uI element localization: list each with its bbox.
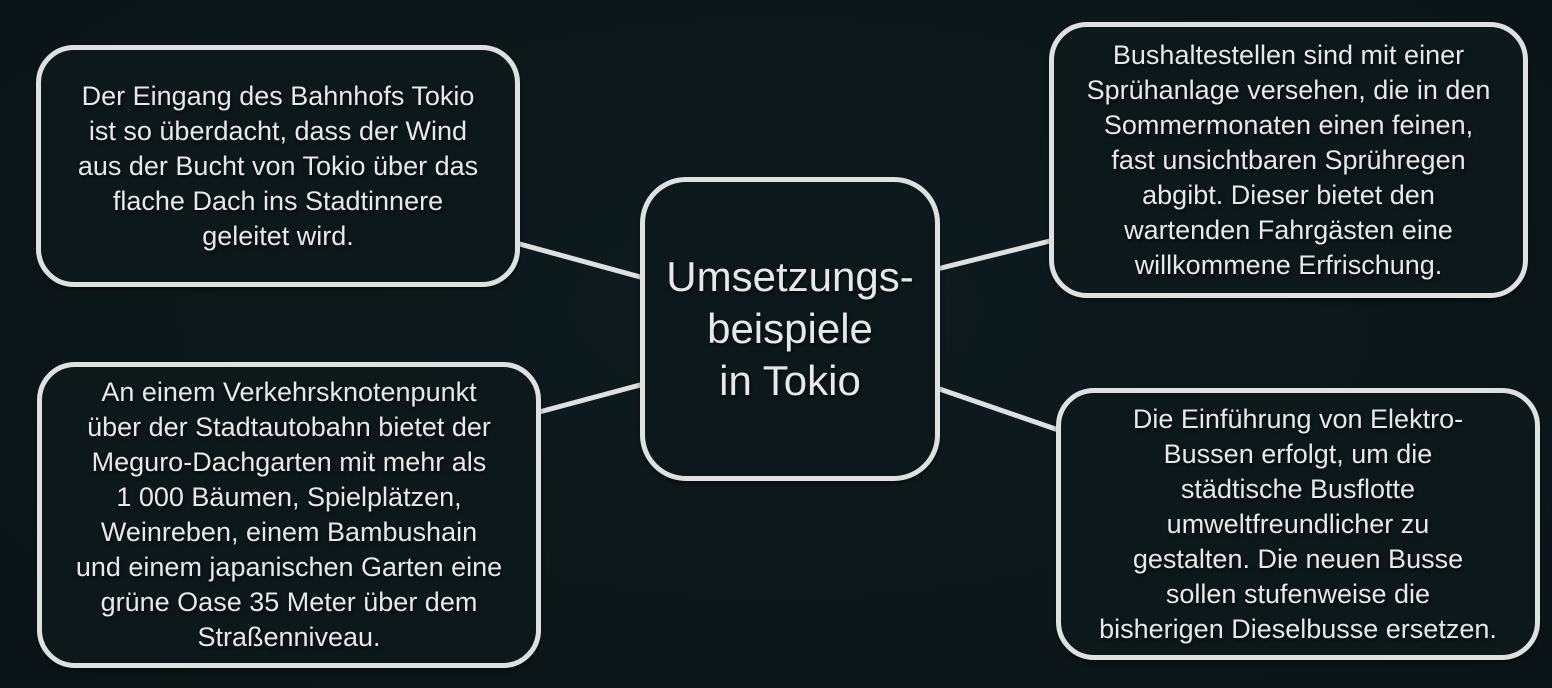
connector-bottom-left [527, 378, 656, 418]
node-bottom-left: An einem Verkehrsknotenpunkt über der St… [37, 362, 541, 668]
connector-top-left [504, 237, 656, 284]
node-center-text: Umsetzungs- beispiele in Tokio [666, 253, 914, 404]
node-top-right: Bushaltestellen sind mit einer Sprühanla… [1049, 22, 1528, 298]
node-top-left: Der Eingang des Bahnhofs Tokio ist so üb… [36, 45, 520, 287]
node-top-right-text: Bushaltestellen sind mit einer Sprühanla… [1086, 39, 1491, 280]
node-top-left-text: Der Eingang des Bahnhofs Tokio ist so üb… [77, 80, 479, 251]
node-bottom-right-text: Die Einführung von Elektro- Bussen erfol… [1099, 403, 1497, 644]
connector-bottom-right [924, 381, 1071, 437]
connector-top-right [924, 235, 1063, 275]
node-bottom-left-text: An einem Verkehrsknotenpunkt über der St… [75, 377, 503, 652]
node-center: Umsetzungs- beispiele in Tokio [640, 177, 940, 481]
node-bottom-right: Die Einführung von Elektro- Bussen erfol… [1056, 388, 1540, 660]
